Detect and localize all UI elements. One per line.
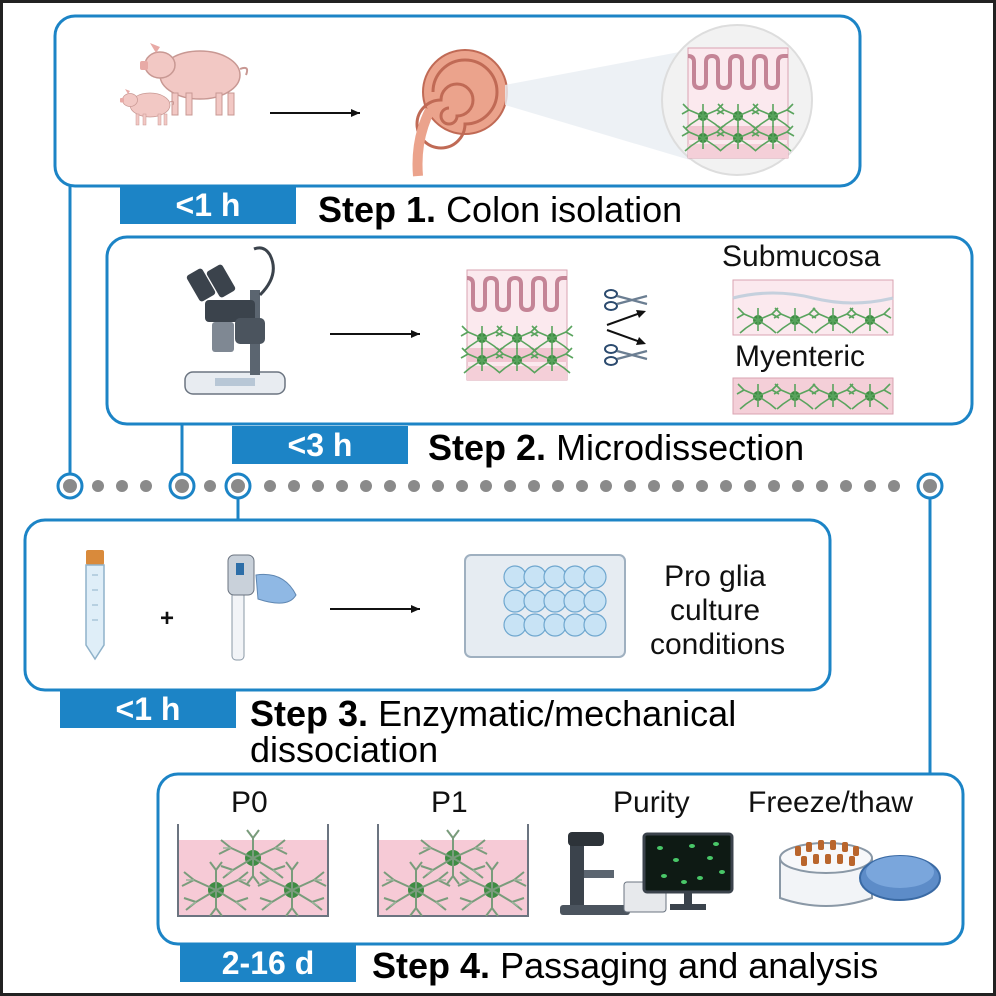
step3-title: Step 3. Enzymatic/mechanical [250, 696, 736, 732]
well-plate-icon [464, 554, 626, 658]
step2-title: Step 2. Microdissection [428, 430, 804, 466]
p1-culture-dish-icon [377, 824, 529, 917]
p0-culture-dish-icon [177, 824, 329, 917]
step3-title-text: Enzymatic/mechanical [378, 693, 737, 734]
culture-label-line3: conditions [650, 628, 786, 661]
monitor-purity-icon [642, 832, 734, 910]
timeline-nodes [56, 472, 944, 500]
falcon-tube-icon [85, 550, 105, 661]
step4-box [156, 772, 965, 946]
step4-number: Step 4. [372, 945, 491, 986]
pipette-icon [227, 554, 297, 661]
cryobox-icon [779, 840, 873, 907]
myenteric-layer-icon [732, 377, 894, 415]
culture-label-line2: culture [669, 594, 761, 627]
step2-arrow-2 [606, 311, 644, 326]
step3-time-badge: <1 h [60, 690, 236, 728]
step4-title-text: Passaging and analysis [500, 945, 879, 986]
zoom-beam [505, 50, 690, 160]
fluorescence-microscope-icon [560, 832, 667, 915]
colon-cross-section-icon [682, 48, 794, 158]
cryobox-lid-icon [859, 855, 941, 901]
step1-title-text: Colon isolation [446, 189, 683, 230]
step4-title: Step 4. Passaging and analysis [372, 948, 878, 984]
step2-arrow-3 [606, 329, 644, 344]
myenteric-label: Myenteric [735, 340, 866, 373]
step1-time-badge: <1 h [120, 186, 296, 224]
step3-number: Step 3. [250, 693, 369, 734]
plus-sign: + [160, 605, 175, 632]
step2-time-badge: <3 h [232, 426, 408, 464]
p1-label: P1 [431, 786, 468, 819]
step3-box [23, 518, 832, 692]
stereo-microscope-icon [184, 246, 286, 395]
culture-label-line1: Pro glia [664, 560, 766, 593]
p0-label: P0 [231, 786, 268, 819]
timeline-dots [92, 480, 900, 492]
step2-title-text: Microdissection [556, 427, 805, 468]
freeze-thaw-label: Freeze/thaw [748, 786, 914, 819]
submucosa-layer-icon [732, 279, 894, 336]
gut-tissue-icon [461, 270, 573, 380]
step3-title-line2: dissociation [250, 729, 439, 770]
step2-number: Step 2. [428, 427, 547, 468]
step4-time-badge: 2-16 d [180, 944, 356, 982]
culture-conditions-label: Pro glia culture conditions [650, 560, 786, 662]
step1-number: Step 1. [318, 189, 437, 230]
step1-title: Step 1. Colon isolation [318, 192, 682, 228]
submucosa-label: Submucosa [722, 240, 881, 273]
purity-label: Purity [613, 786, 690, 819]
